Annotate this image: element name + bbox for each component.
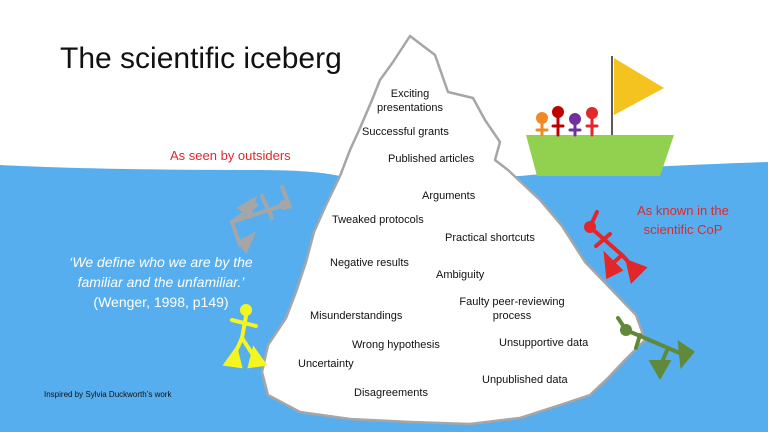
wenger-quote: ‘We define who we are by the familiar an… <box>54 252 268 312</box>
iceberg-item: Ambiguity <box>436 269 485 281</box>
iceberg-item: Practical shortcuts <box>445 232 535 244</box>
iceberg-item: Negative results <box>330 257 409 269</box>
iceberg <box>260 34 647 426</box>
iceberg-item: Successful grants <box>362 126 449 138</box>
red-figure <box>584 210 648 284</box>
iceberg-item: Disagreements <box>354 387 428 399</box>
page-title: The scientific iceberg <box>60 42 342 75</box>
grey-figure <box>230 185 292 254</box>
quote-text: ‘We define who we are by the familiar an… <box>69 254 253 290</box>
quote-citation: (Wenger, 1998, p149) <box>93 294 229 310</box>
boat <box>526 56 674 176</box>
iceberg-item: Wrong hypothesis <box>352 339 440 351</box>
iceberg-item: Faulty peer-reviewing process <box>459 296 565 322</box>
boat-crew <box>535 106 599 137</box>
iceberg-item: Unsupportive data <box>499 337 589 349</box>
iceberg-item: Uncertainty <box>298 358 354 370</box>
iceberg-item: Exciting presentations <box>376 88 444 114</box>
iceberg-item: Arguments <box>422 190 476 202</box>
iceberg-item: Unpublished data <box>482 374 568 386</box>
iceberg-item: Tweaked protocols <box>332 214 424 226</box>
outsider-label: As seen by outsiders <box>170 148 291 163</box>
iceberg-item: Misunderstandings <box>310 310 403 322</box>
credit-note: Inspired by Sylvia Duckworth’s work <box>44 390 172 399</box>
yellow-figure <box>222 304 268 369</box>
boat-flag <box>614 58 664 115</box>
iceberg-item: Published articles <box>388 153 475 165</box>
green-figure <box>616 316 695 381</box>
insider-label: As known in the scientific CoP <box>637 203 729 237</box>
